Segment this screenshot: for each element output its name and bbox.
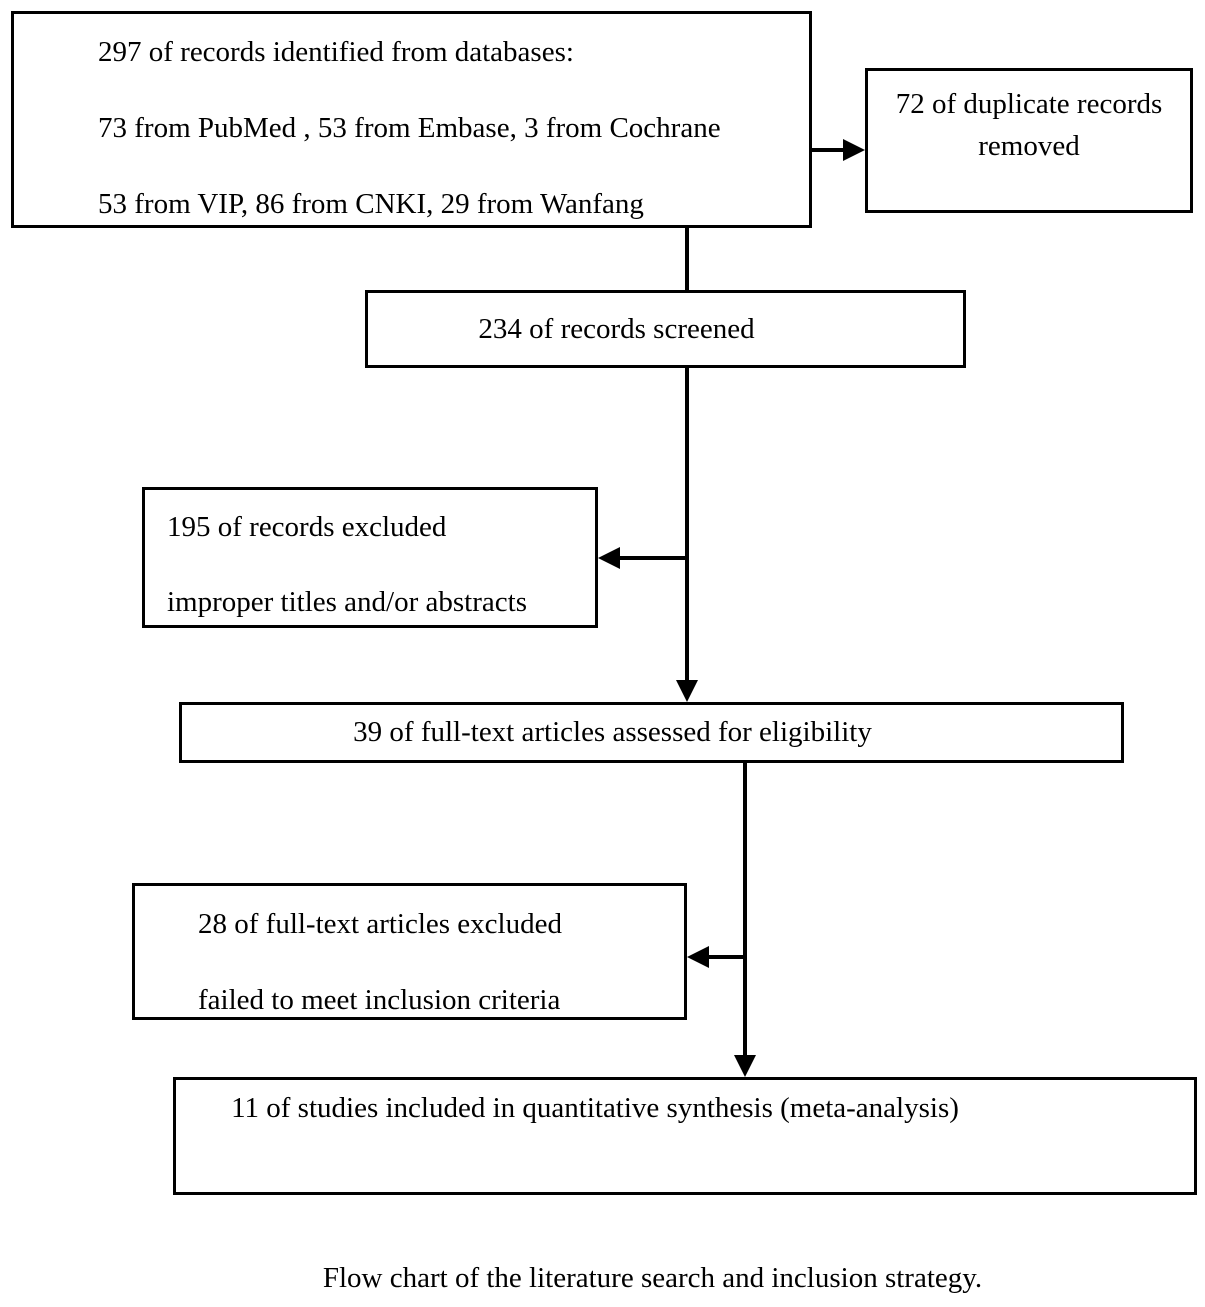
connector-assessed-to-included bbox=[743, 763, 747, 1055]
box-records-excluded: 195 of records excluded improper titles … bbox=[142, 487, 598, 628]
connector-to-records-excluded bbox=[618, 556, 689, 560]
box-text-line: 73 from PubMed , 53 from Embase, 3 from … bbox=[98, 112, 721, 144]
box-text-line: improper titles and/or abstracts bbox=[167, 586, 527, 618]
arrowhead-down-icon bbox=[676, 680, 698, 702]
box-text-line: 195 of records excluded bbox=[167, 511, 447, 543]
box-duplicates-removed: 72 of duplicate records removed bbox=[865, 68, 1193, 213]
connector-screened-to-assessed bbox=[685, 368, 689, 680]
box-studies-included: 11 of studies included in quantitative s… bbox=[173, 1077, 1197, 1195]
box-text-line: 53 from VIP, 86 from CNKI, 29 from Wanfa… bbox=[98, 188, 644, 220]
box-text-line: 11 of studies included in quantitative s… bbox=[231, 1092, 959, 1124]
box-fulltext-excluded: 28 of full-text articles excluded failed… bbox=[132, 883, 687, 1020]
arrowhead-left-icon bbox=[687, 946, 709, 968]
arrowhead-left-icon bbox=[598, 547, 620, 569]
box-text-line: 39 of full-text articles assessed for el… bbox=[353, 716, 872, 748]
connector-identified-to-screened bbox=[685, 228, 689, 290]
box-text-line: failed to meet inclusion criteria bbox=[198, 984, 561, 1016]
connector-identified-to-duplicates bbox=[811, 148, 845, 152]
box-text-line: removed bbox=[978, 130, 1080, 162]
box-fulltext-assessed: 39 of full-text articles assessed for el… bbox=[179, 702, 1124, 763]
box-text-line: 297 of records identified from databases… bbox=[98, 36, 574, 68]
arrowhead-down-icon bbox=[734, 1055, 756, 1077]
box-text-line: 28 of full-text articles excluded bbox=[198, 908, 562, 940]
arrowhead-right-icon bbox=[843, 139, 865, 161]
box-text-line: 72 of duplicate records bbox=[895, 88, 1163, 120]
figure-caption: Flow chart of the literature search and … bbox=[322, 1262, 983, 1294]
box-text-line: 234 of records screened bbox=[478, 312, 755, 345]
connector-to-fulltext-excluded bbox=[707, 955, 747, 959]
box-records-identified: 297 of records identified from databases… bbox=[11, 11, 812, 228]
box-records-screened: 234 of records screened bbox=[365, 290, 966, 368]
